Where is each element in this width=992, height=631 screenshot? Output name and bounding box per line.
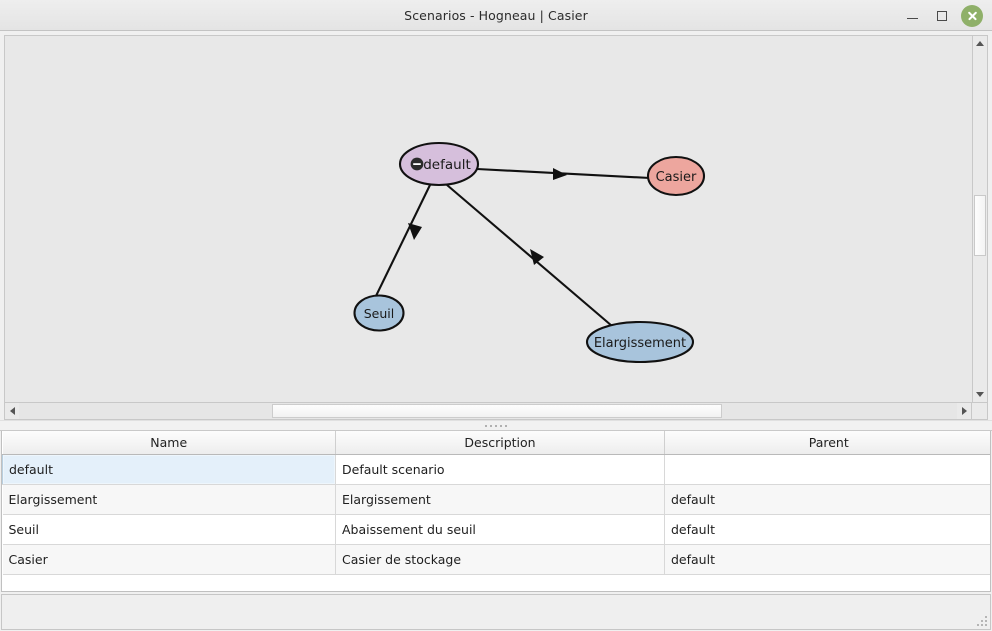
vertical-scroll-thumb[interactable] — [974, 195, 986, 256]
column-header-parent[interactable]: Parent — [664, 431, 990, 455]
window-controls — [898, 0, 986, 31]
triangle-up-icon — [976, 41, 984, 46]
scenarios-table-pane: Name Description Parent default Default … — [1, 431, 991, 592]
table-header: Name Description Parent — [2, 431, 990, 455]
graph-node-default[interactable]: default — [398, 141, 480, 187]
graph-pane: default Casier Seuil Elargisseme — [0, 31, 992, 420]
table-empty-area — [2, 574, 990, 591]
graph-node-label-casier: Casier — [656, 170, 697, 185]
scroll-down-button[interactable] — [973, 387, 987, 402]
vertical-scroll-track[interactable] — [973, 51, 987, 387]
scroll-right-button[interactable] — [957, 403, 971, 418]
pane-splitter[interactable] — [0, 420, 992, 431]
graph-node-label-seuil: Seuil — [364, 306, 395, 321]
table-body: default Default scenario Elargissement E… — [2, 453, 990, 575]
minimize-icon — [906, 18, 918, 19]
table-header-row: Name Description Parent — [2, 431, 990, 455]
table-row[interactable]: default Default scenario — [2, 453, 990, 485]
maximize-button[interactable] — [928, 2, 956, 30]
minimize-button[interactable] — [898, 2, 926, 30]
triangle-right-icon — [961, 406, 967, 415]
maximize-icon — [937, 10, 947, 21]
graph-horizontal-scrollbar-row — [4, 403, 988, 420]
cell-description[interactable]: Casier de stockage — [335, 544, 665, 575]
edge-default-casier — [476, 167, 651, 180]
graph-vertical-scrollbar[interactable] — [972, 35, 988, 403]
graph-horizontal-scrollbar[interactable] — [4, 403, 972, 420]
cell-description[interactable]: Abaissement du seuil — [335, 514, 665, 545]
horizontal-scroll-track[interactable] — [19, 403, 957, 419]
cell-name[interactable]: Casier — [2, 544, 336, 575]
cell-parent[interactable]: default — [664, 514, 990, 545]
edge-default-elargissement — [446, 184, 613, 327]
window-title: Scenarios - Hogneau | Casier — [404, 7, 588, 23]
graph-nodes: default Casier Seuil Elargisseme — [353, 141, 706, 364]
splitter-grip-icon — [485, 424, 507, 427]
graph-node-seuil[interactable]: Seuil — [353, 294, 405, 332]
titlebar: Scenarios - Hogneau | Casier — [0, 0, 992, 31]
statusbar — [1, 594, 991, 630]
column-header-name[interactable]: Name — [2, 431, 336, 455]
cell-parent[interactable]: default — [664, 484, 990, 515]
graph-node-label-default: default — [423, 157, 471, 173]
table-row[interactable]: Casier Casier de stockage default — [2, 544, 990, 575]
graph-node-label-elargissement: Elargissement — [594, 336, 686, 351]
scroll-left-button[interactable] — [5, 403, 19, 418]
triangle-down-icon — [976, 392, 984, 397]
collapse-minus-icon[interactable] — [410, 157, 424, 171]
scrollbar-corner — [972, 403, 988, 420]
graph-row: default Casier Seuil Elargisseme — [4, 35, 988, 403]
graph-edges — [374, 167, 651, 327]
cell-description[interactable]: Default scenario — [335, 454, 665, 485]
cell-name[interactable]: Seuil — [2, 514, 336, 545]
scenarios-table: Name Description Parent default Default … — [2, 431, 990, 575]
cell-parent[interactable] — [664, 454, 990, 485]
graph-node-casier[interactable]: Casier — [646, 155, 706, 197]
cell-description[interactable]: Elargissement — [335, 484, 665, 515]
resize-grip-icon[interactable] — [974, 613, 987, 626]
table-row[interactable]: Seuil Abaissement du seuil default — [2, 514, 990, 545]
cell-name[interactable]: default — [2, 453, 336, 485]
triangle-left-icon — [9, 406, 15, 415]
cell-parent[interactable]: default — [664, 544, 990, 575]
close-button[interactable] — [958, 2, 986, 30]
scenario-graph-canvas[interactable]: default Casier Seuil Elargisseme — [4, 35, 972, 403]
scroll-up-button[interactable] — [973, 36, 987, 51]
graph-node-elargissement[interactable]: Elargissement — [585, 320, 695, 364]
horizontal-scroll-thumb[interactable] — [272, 404, 723, 418]
cell-name[interactable]: Elargissement — [2, 484, 336, 515]
close-icon — [961, 4, 983, 27]
column-header-description[interactable]: Description — [335, 431, 665, 455]
table-row[interactable]: Elargissement Elargissement default — [2, 484, 990, 515]
edge-default-seuil — [374, 184, 431, 299]
graph-svg: default Casier Seuil Elargisseme — [353, 141, 706, 364]
